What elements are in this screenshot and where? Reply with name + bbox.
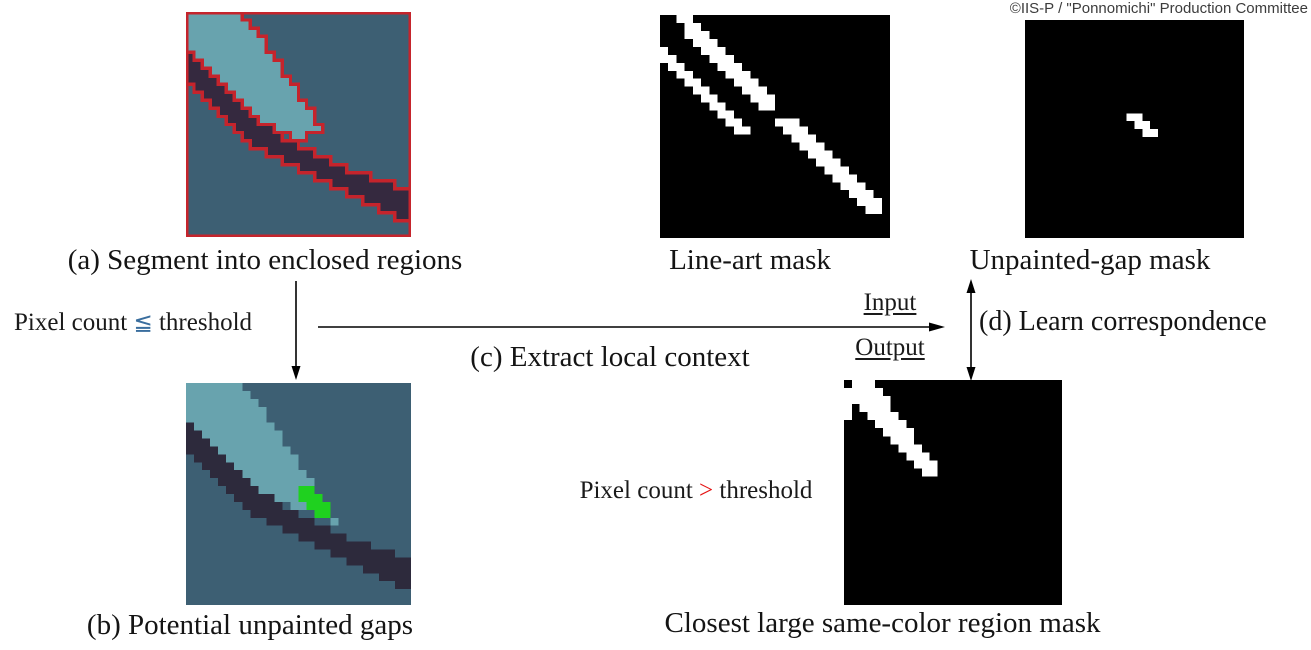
copyright-notice: ©IIS-P / "Ponnomichi" Production Committ… xyxy=(1009,0,1308,17)
threshold-large-label: Pixel count > threshold xyxy=(552,477,840,505)
unpainted-gap-mask-caption: Unpainted-gap mask xyxy=(969,244,1211,276)
region-pixels xyxy=(844,380,938,477)
threshold-large-prefix: Pixel count xyxy=(579,477,700,504)
red-border xyxy=(186,12,411,237)
upper-line-stroke xyxy=(676,15,775,111)
closest-region-mask-caption: Closest large same-color region mask xyxy=(664,607,1101,639)
extract-context-caption: (c) Extract local context xyxy=(470,341,750,373)
threshold-small-prefix: Pixel count xyxy=(14,309,134,336)
threshold-small-label: Pixel count ≦ threshold xyxy=(14,309,252,337)
unpainted-gap-mask-image xyxy=(1025,20,1244,238)
potential-gaps-image xyxy=(186,383,411,605)
output-label: Output xyxy=(855,334,925,361)
line-art-mask-image xyxy=(660,15,890,238)
line-art-mask-caption: Line-art mask xyxy=(669,244,831,276)
segmented-regions-image xyxy=(186,12,411,237)
right-line-stroke xyxy=(775,118,882,215)
stray-light-blue-pixel xyxy=(290,478,299,487)
light-blue-band xyxy=(186,12,325,143)
lower-line-stroke xyxy=(660,46,751,135)
dark-navy-band xyxy=(186,422,411,590)
segmented-regions-caption: (a) Segment into enclosed regions xyxy=(67,244,463,276)
gt-operator: > xyxy=(699,477,714,504)
extract-context-arrow-icon xyxy=(318,322,945,332)
stray-light-blue-pixel xyxy=(330,517,339,526)
learn-correspondence-caption: (d) Learn correspondence xyxy=(979,306,1267,337)
threshold-small-suffix: threshold xyxy=(152,309,253,336)
input-label: Input xyxy=(863,289,917,316)
light-blue-band xyxy=(186,383,323,510)
gap-pixels xyxy=(1126,113,1158,137)
learn-correspondence-arrow-icon xyxy=(966,279,976,381)
leq-operator: ≦ xyxy=(133,310,153,336)
down-arrow-icon xyxy=(291,281,301,380)
closest-region-mask-image xyxy=(844,380,1062,605)
threshold-large-suffix: threshold xyxy=(713,477,813,504)
potential-gaps-caption: (b) Potential unpainted gaps xyxy=(86,609,414,641)
